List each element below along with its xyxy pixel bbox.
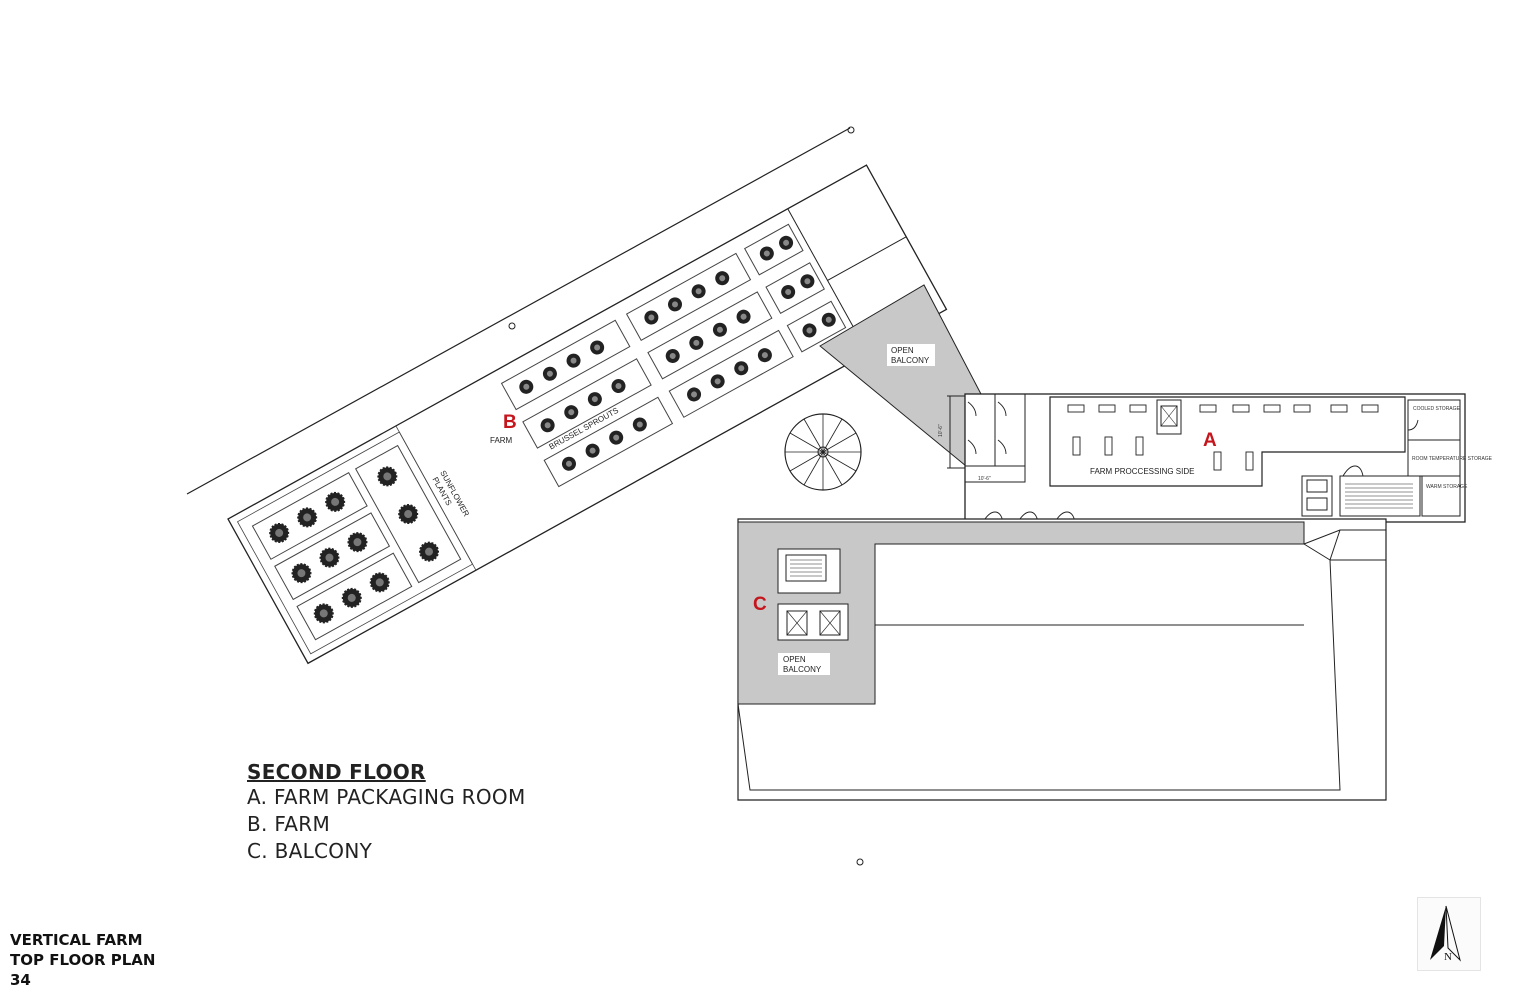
room-temp-storage-label: ROOM TEMPERATURE STORAGE	[1412, 456, 1493, 462]
site-boundary-line	[186, 127, 851, 495]
label-c: C	[753, 594, 767, 615]
label-a: A	[1203, 430, 1217, 451]
dimension-2: 10'-6"	[978, 476, 991, 482]
legend-item-c: C. BALCONY	[247, 839, 373, 863]
balcony-wing: OPEN BALCONY	[737, 518, 1387, 801]
sheet-footer: VERTICAL FARM TOP FLOOR PLAN 34	[10, 930, 155, 990]
dimension-1: 10'-6"	[938, 424, 944, 437]
packaging-wing: FARM PROCCESSING SIDE COOLED STORAGE ROO…	[938, 393, 1493, 523]
open-balcony-c-2: BALCONY	[783, 665, 822, 674]
footer-page-number: 34	[10, 971, 31, 989]
spiral-stair	[784, 413, 862, 491]
open-balcony-top-1: OPEN	[891, 346, 914, 355]
brussel-sprout-beds	[500, 223, 847, 488]
open-balcony-c-1: OPEN	[783, 655, 806, 664]
sunflower-beds	[251, 444, 462, 641]
legend-title: SECOND FLOOR	[247, 760, 426, 784]
footer-sheet-title: TOP FLOOR PLAN	[10, 951, 156, 969]
footer-project: VERTICAL FARM	[10, 931, 143, 949]
farm-caption: FARM	[490, 436, 513, 445]
processing-side-label: FARM PROCCESSING SIDE	[1090, 467, 1194, 476]
warm-storage-label: WARM STORAGE	[1426, 484, 1468, 490]
open-balcony-top-2: BALCONY	[891, 356, 930, 365]
farm-wing: SUNFLOWER PLANTS BRUSSEL SPROUTS	[227, 164, 948, 665]
north-arrow-icon: N	[1417, 897, 1481, 971]
label-b: B	[503, 412, 517, 433]
floor-legend: SECOND FLOOR A. FARM PACKAGING ROOM B. F…	[247, 760, 526, 865]
cooled-storage-label: COOLED STORAGE	[1413, 406, 1461, 412]
svg-text:N: N	[1444, 951, 1452, 963]
legend-item-b: B. FARM	[247, 812, 331, 836]
legend-item-a: A. FARM PACKAGING ROOM	[247, 785, 526, 809]
